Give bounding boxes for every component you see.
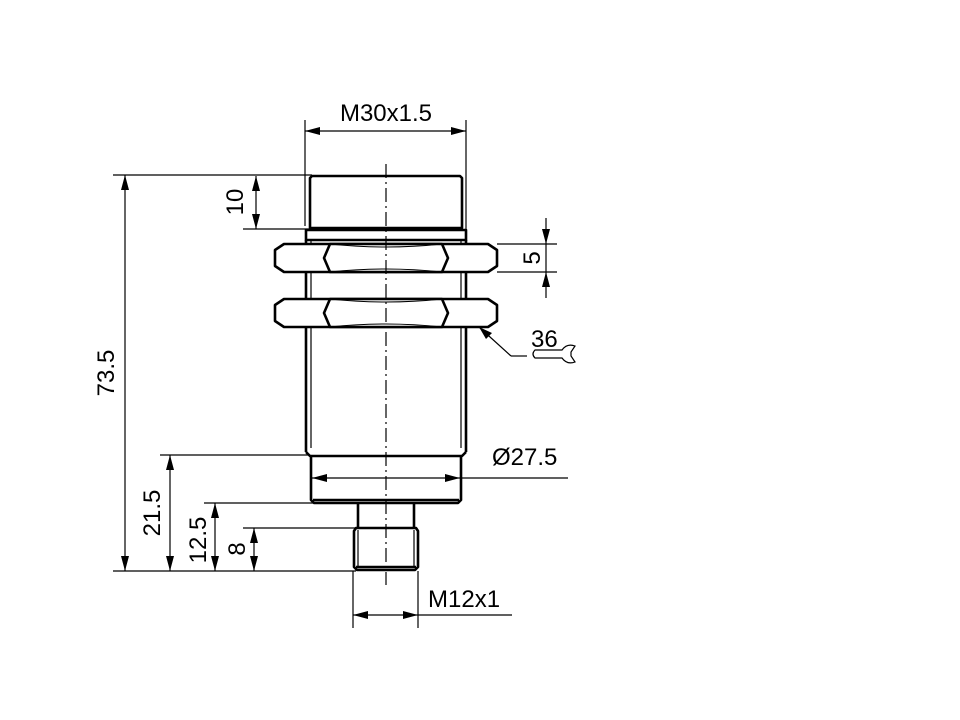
label-nut-height: 5 bbox=[519, 251, 546, 264]
dim-body-diameter: Ø27.5 bbox=[312, 444, 568, 482]
dim-thread-top: M30x1.5 bbox=[304, 100, 467, 230]
label-wrench-size: 36 bbox=[531, 326, 558, 353]
dim-thread-length: 10 bbox=[222, 176, 310, 230]
label-lower-section: 21.5 bbox=[139, 490, 166, 537]
dim-wrench-size: 36 bbox=[478, 326, 576, 364]
label-thread-length: 10 bbox=[222, 189, 249, 216]
label-overall-length: 73.5 bbox=[93, 350, 120, 397]
dim-overall-length: 73.5 bbox=[93, 174, 356, 572]
sensing-face bbox=[308, 174, 464, 230]
label-connector-thread-length: 8 bbox=[224, 542, 251, 555]
label-thread-top: M30x1.5 bbox=[340, 100, 432, 127]
wrench-icon bbox=[532, 344, 576, 364]
dim-lower-section: 21.5 bbox=[139, 454, 310, 571]
connector-thread bbox=[352, 526, 420, 572]
sensor-body bbox=[304, 174, 468, 572]
mounting-nut-upper bbox=[273, 242, 499, 274]
label-body-diameter: Ø27.5 bbox=[492, 444, 557, 471]
label-connector-height: 12.5 bbox=[185, 517, 212, 564]
dim-connector-thread-length: 8 bbox=[224, 527, 356, 571]
dim-connector-height: 12.5 bbox=[185, 502, 358, 571]
dim-connector-thread: M12x1 bbox=[352, 571, 512, 628]
label-connector-thread: M12x1 bbox=[428, 586, 500, 613]
dim-nut-height: 5 bbox=[497, 218, 557, 298]
